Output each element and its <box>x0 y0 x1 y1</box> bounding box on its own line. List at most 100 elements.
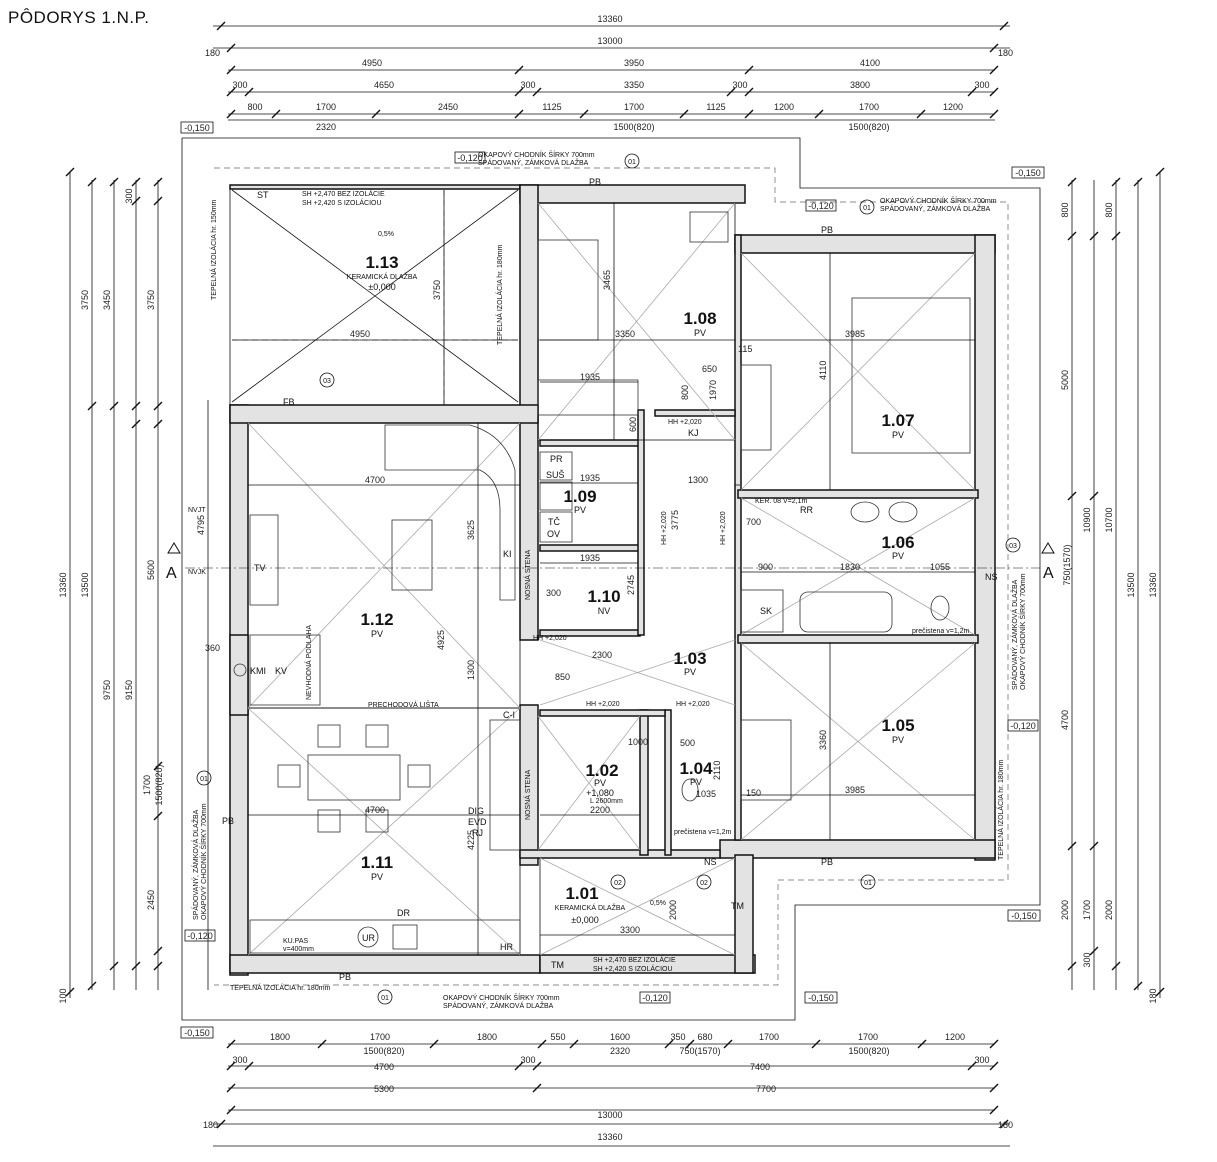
right-dim: 750(1570) <box>1062 544 1072 585</box>
annotations: OKAPOVÝ CHODNÍK ŠÍRKY 700mm SPÁDOVANÝ, Z… <box>191 150 1027 1010</box>
right-dim: 10700 <box>1104 507 1114 532</box>
bottom-dim-r2: 300 <box>974 1055 989 1065</box>
wall-right <box>974 234 996 861</box>
inner-dim: 3750 <box>432 280 442 300</box>
wall-1-02-1-04 <box>639 709 649 856</box>
left-dim: 2450 <box>146 890 156 910</box>
bottom-dim-r1: 680 <box>697 1032 712 1042</box>
wardrobe-icon <box>537 379 639 416</box>
bottom-dim-r1: 350 <box>670 1032 685 1042</box>
room-number-1-13: 1.13 <box>365 253 398 272</box>
right-dim: 180 <box>1148 988 1158 1003</box>
room-finish-1-01: KERAMICKÁ DLAŽBA <box>555 903 626 912</box>
right-dim: 800 <box>1060 202 1070 217</box>
tag-ki: KI <box>503 549 512 559</box>
entry-ceiling-note: SH +2,470 BEZ IZOLÁCIE <box>593 955 676 964</box>
level-marker: -0,150 <box>1015 168 1041 178</box>
level-marker: -0,150 <box>184 1028 210 1038</box>
top-dim-r2: 300 <box>232 80 247 90</box>
tag-ur: UR <box>362 933 375 943</box>
room-number-1-12: 1.12 <box>360 610 393 629</box>
level-marker: -0,150 <box>184 123 210 133</box>
wall-1-04-left <box>664 709 672 856</box>
inner-dim: 4950 <box>350 329 370 339</box>
top-dim-r2: 4650 <box>374 80 394 90</box>
tag-dig: DIG <box>468 806 484 816</box>
top-dim-r3: 1700 <box>316 102 336 112</box>
right-dim: 800 <box>1104 202 1114 217</box>
inner-dim: 300 <box>546 588 561 598</box>
right-dim: 4700 <box>1060 710 1070 730</box>
top-dim-r1: 3950 <box>624 58 644 68</box>
bottom-dim-r3: 5300 <box>374 1084 394 1094</box>
chair-icon <box>317 809 341 833</box>
bottom-dimension-chains: 1800 1700 1800 550 1600 350 680 1700 170… <box>203 1032 1013 1147</box>
left-dim: 1700 <box>142 775 152 795</box>
sink-icon <box>357 926 379 948</box>
tag-pb: PB <box>339 972 351 982</box>
bottom-dim-r1: 1600 <box>610 1032 630 1042</box>
inner-dim: 1830 <box>840 562 860 572</box>
room-level-1-13: ±0,000 <box>368 282 395 292</box>
wall-1-07-left <box>734 234 742 841</box>
bottom-dim-end-right: 180 <box>998 1120 1013 1130</box>
top-dim-overall-outer: 13360 <box>597 14 622 24</box>
inner-dim: 800 <box>680 385 690 400</box>
bottom-dim-r2: 300 <box>232 1055 247 1065</box>
inner-dim: 1970 <box>708 380 718 400</box>
inner-dim: 4925 <box>436 630 446 650</box>
tag-nvjt: NVJT <box>188 507 206 514</box>
top-dim-r3: 1700 <box>859 102 879 112</box>
top-dim-r2: 300 <box>520 80 535 90</box>
tag-hr: HR <box>500 942 513 952</box>
room-finish-1-04: PV <box>690 777 702 787</box>
dining-table-icon <box>307 754 401 801</box>
chair-icon <box>365 724 389 748</box>
left-dim: 13360 <box>58 572 68 597</box>
tag-pr: PR <box>550 454 563 464</box>
sidewalk-note: OKAPOVÝ CHODNÍK ŠÍRKY 700mm <box>1018 573 1027 690</box>
inner-dim: 1035 <box>696 789 716 799</box>
bottom-dim-r1: 1700 <box>759 1032 779 1042</box>
left-dim: 1500(820) <box>154 764 164 805</box>
left-dim: 100 <box>58 988 68 1003</box>
level-marker: -0,120 <box>642 993 668 1003</box>
tag-ci: C-I <box>503 710 515 720</box>
bed-icon <box>537 239 599 341</box>
bottom-dim-r3: 7700 <box>756 1084 776 1094</box>
wall-garage-living <box>229 404 539 424</box>
inner-dim: 115 <box>738 344 752 354</box>
right-dim: 5000 <box>1060 370 1070 390</box>
tag-kv: KV <box>275 666 287 676</box>
top-dim-r2: 3800 <box>850 80 870 90</box>
tag-sk: SK <box>760 606 772 616</box>
room-finish-1-12: PV <box>371 629 383 639</box>
tag-ov: OV <box>547 529 560 539</box>
kitchen-counter-icon <box>249 919 521 954</box>
left-dim: 4795 <box>196 515 206 535</box>
inner-dim: 1935 <box>580 473 600 483</box>
wall-left-chimney <box>229 634 249 716</box>
marker-01: 01 <box>863 205 871 212</box>
wardrobe-icon <box>740 364 772 451</box>
toilet-icon <box>681 778 699 802</box>
slope-note: 0,5% <box>650 900 666 907</box>
hh-note: HH +2,020 <box>533 635 567 642</box>
bathtub-icon <box>799 591 893 633</box>
walls <box>229 184 996 976</box>
tag-pb: PB <box>222 816 234 826</box>
inner-dim: 2200 <box>590 805 610 815</box>
left-dim: 300 <box>124 188 134 203</box>
right-dim: 13500 <box>1126 572 1136 597</box>
left-dim: 13500 <box>80 572 90 597</box>
garage-ceiling-note: SH +2,420 S IZOLÁCIOU <box>302 198 382 207</box>
inner-dim: 2745 <box>626 575 636 595</box>
top-dim-end-right: 180 <box>998 48 1013 58</box>
bottom-dim-r1: 1800 <box>270 1032 290 1042</box>
hh-note: HH +2,020 <box>668 419 702 426</box>
bottom-dim-r1: 1700 <box>370 1032 390 1042</box>
right-dimension-chains: 13360 13500 10700 10900 5000 4700 2000 1… <box>1060 167 1165 1004</box>
level-marker: -0,150 <box>1011 911 1037 921</box>
level-marker: -0,120 <box>1010 721 1036 731</box>
